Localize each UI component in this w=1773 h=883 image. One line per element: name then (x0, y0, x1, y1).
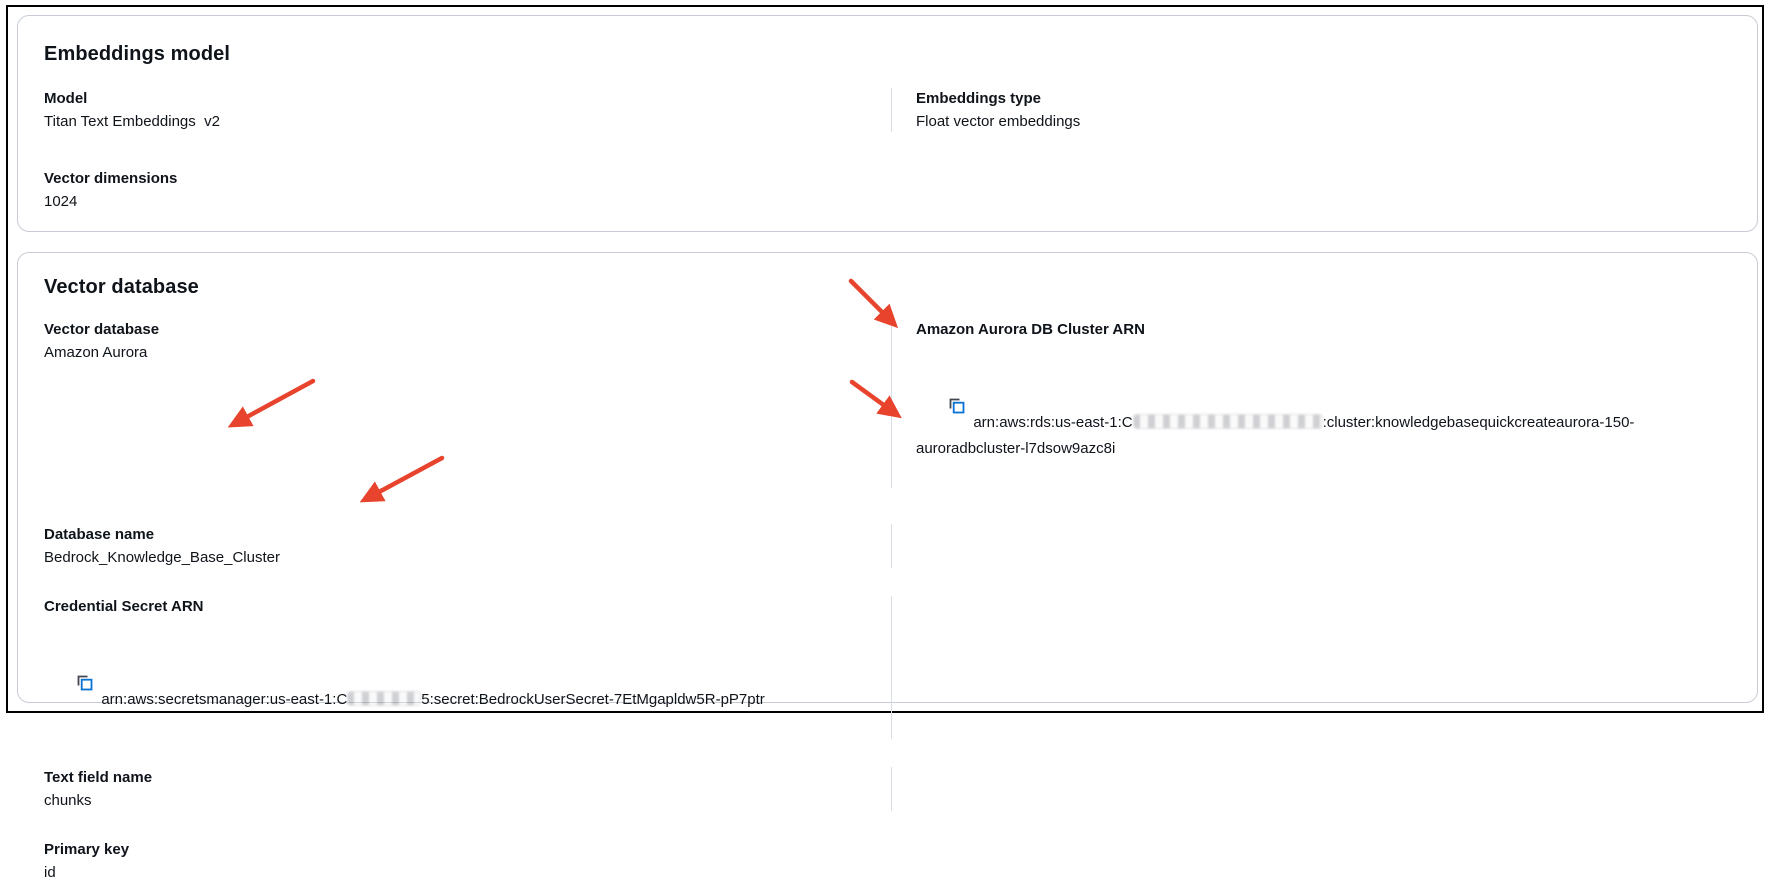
empty-cell (891, 168, 1731, 212)
field-vector-database: Vector database Amazon Aurora (44, 319, 891, 488)
database-name-label: Database name (44, 526, 155, 543)
aurora-arn-prefix: arn:aws:rds:us-east-1:C (973, 414, 1133, 431)
credential-arn-prefix: arn:aws:secretsmanager:us-east-1:C (101, 691, 348, 708)
model-value: Titan Text Embeddings v2 (44, 113, 220, 130)
empty-cell (891, 839, 1731, 883)
embeddings-model-card: Embeddings model Model Titan Text Embedd… (17, 15, 1758, 232)
model-label: Model (44, 90, 88, 107)
field-model: Model Titan Text Embeddings v2 (44, 88, 891, 132)
embeddings-row-1: Model Titan Text Embeddings v2 Embedding… (44, 88, 1731, 132)
field-credential-secret-arn: Credential Secret ARN arn:aws:secretsman… (44, 596, 891, 739)
field-table-name (891, 524, 1731, 568)
embeddings-row-2: Vector dimensions 1024 (44, 168, 1731, 212)
vectordb-row-3: Credential Secret ARN arn:aws:secretsman… (44, 596, 1731, 739)
text-field-name-label: Text field name (44, 769, 153, 786)
credential-secret-arn-label: Credential Secret ARN (44, 598, 204, 615)
field-primary-key: Primary key id (44, 839, 891, 883)
field-database-name: Database name Bedrock_Knowledge_Base_Clu… (44, 524, 891, 568)
embeddings-type-label: Embeddings type (916, 90, 1042, 107)
field-vector-field-name (891, 596, 1731, 739)
vector-dimensions-value: 1024 (44, 193, 78, 210)
vector-database-card: Vector database Vector database Amazon A… (17, 252, 1758, 881)
text-field-name-value: chunks (44, 792, 92, 809)
vector-database-label: Vector database (44, 321, 160, 338)
field-embeddings-type: Embeddings type Float vector embeddings (891, 88, 1731, 132)
vector-database-value: Amazon Aurora (44, 344, 148, 361)
aurora-arn-suffix: :cluster:knowledgebasequickcreateaurora-… (916, 414, 1635, 457)
database-name-value: Bedrock_Knowledge_Base_Cluster (44, 549, 280, 566)
field-aurora-db-cluster-arn: Amazon Aurora DB Cluster ARN arn:aws:rds… (891, 319, 1731, 488)
credential-arn-suffix: 5:secret:BedrockUserSecret-7EtMgapldw5R-… (421, 691, 765, 708)
vectordb-row-1: Vector database Amazon Aurora Amazon Aur… (44, 319, 1731, 488)
primary-key-value: id (44, 864, 56, 881)
field-vector-dimensions: Vector dimensions 1024 (44, 168, 891, 212)
redacted-account-id (347, 691, 422, 706)
primary-key-label: Primary key (44, 841, 130, 858)
copy-icon[interactable] (77, 645, 93, 691)
vectordb-row-2: Database name Bedrock_Knowledge_Base_Clu… (44, 524, 1731, 568)
redacted-account-id (1132, 414, 1323, 429)
credential-secret-arn-value: arn:aws:secretsmanager:us-east-1:C 5:secr… (44, 619, 864, 739)
aurora-db-cluster-arn-value: arn:aws:rds:us-east-1:C:cluster:knowledg… (916, 342, 1731, 488)
aurora-db-cluster-arn-label: Amazon Aurora DB Cluster ARN (916, 321, 1145, 338)
field-metadata-field-name (891, 767, 1731, 811)
vectordb-row-4: Text field name chunks (44, 767, 1731, 811)
embeddings-type-value: Float vector embeddings (916, 113, 1081, 130)
vector-database-title: Vector database (44, 276, 199, 298)
vectordb-row-5: Primary key id (44, 839, 1731, 883)
copy-icon[interactable] (949, 368, 965, 414)
embeddings-model-title: Embeddings model (44, 43, 231, 65)
field-text-field-name: Text field name chunks (44, 767, 891, 811)
vector-dimensions-label: Vector dimensions (44, 170, 178, 187)
